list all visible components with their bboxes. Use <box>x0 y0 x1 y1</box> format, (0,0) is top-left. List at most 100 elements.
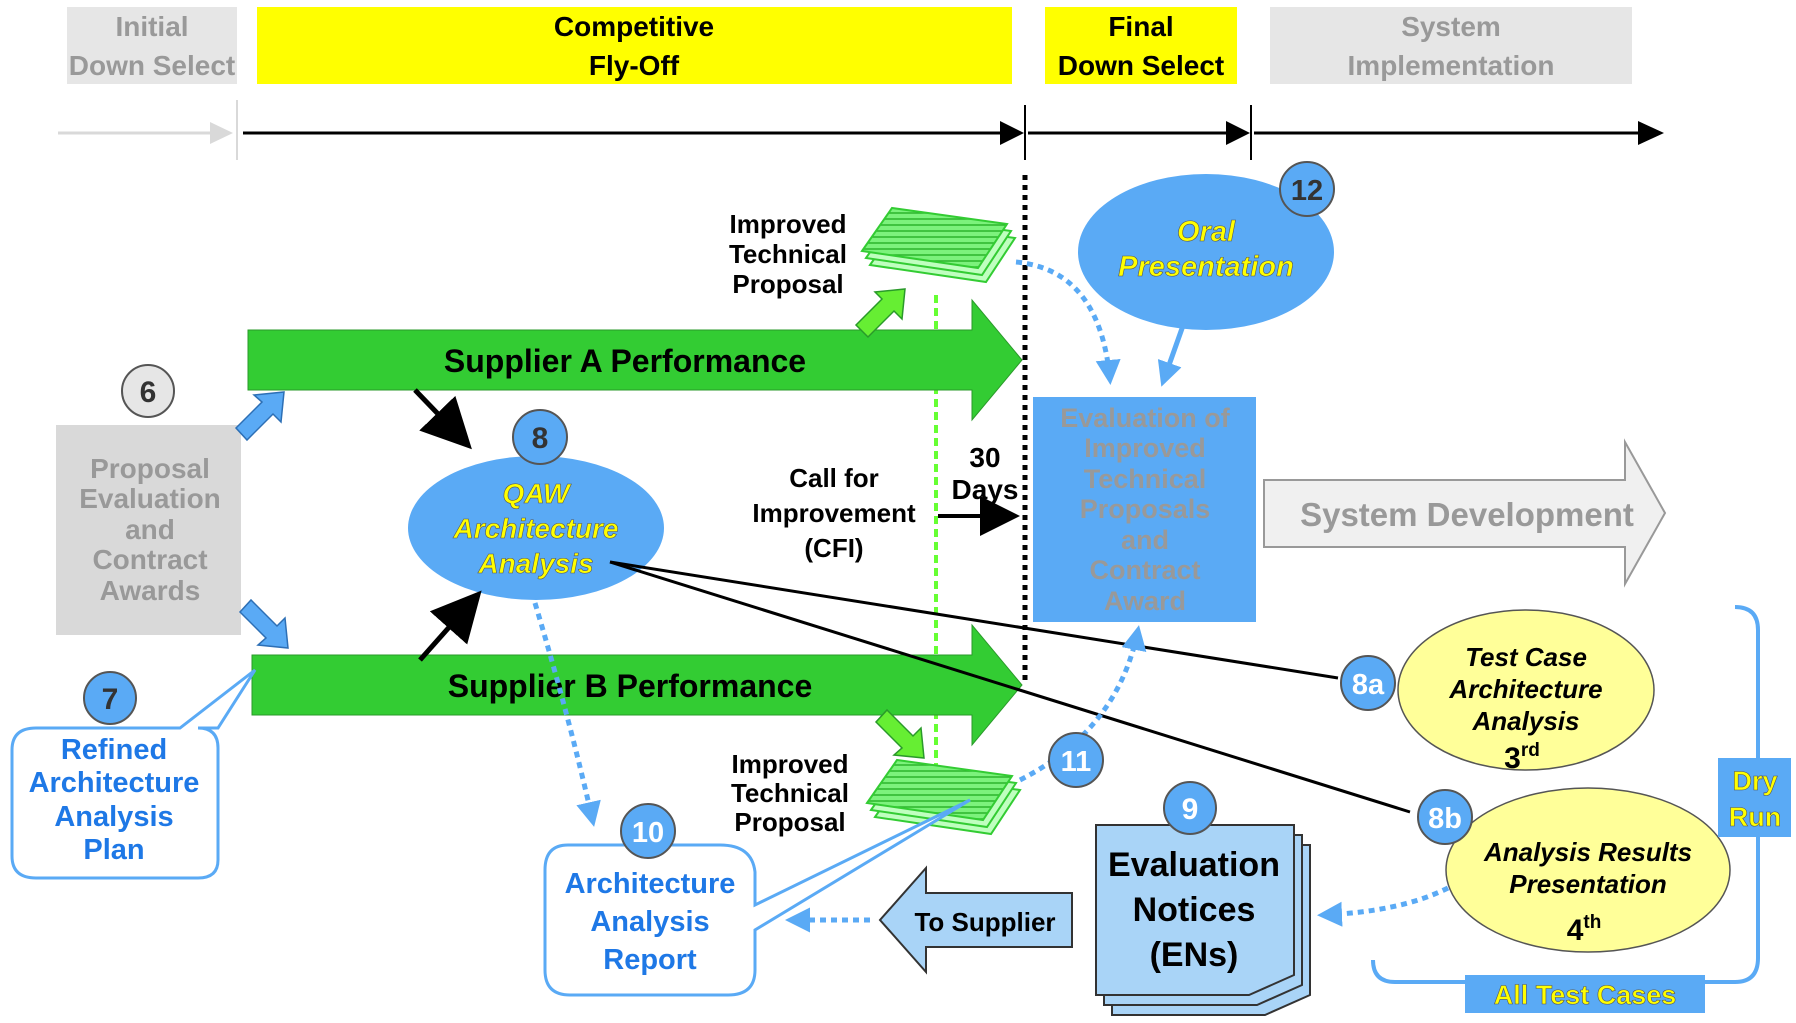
badge-6-text: 6 <box>140 376 157 409</box>
days-line-1: 30 <box>969 442 1000 473</box>
system-development-label: System Development <box>1300 496 1634 533</box>
test-case-line-2: Architecture <box>1448 674 1602 704</box>
notices-line-3: (ENs) <box>1150 936 1239 974</box>
eval-line-6: Contract <box>1089 555 1200 585</box>
line-qaw-to-8b <box>609 560 1411 814</box>
cfi-line-2: Improvement <box>752 498 916 528</box>
document-stack-bottom-icon <box>865 758 1022 836</box>
refined-plan-line-2: Architecture <box>29 767 200 799</box>
cfi-line-1: Call for <box>789 463 879 493</box>
badge-6: 6 <box>121 364 175 418</box>
qaw-line-1: QAW <box>503 478 572 509</box>
phase-competitive-fly-off: Competitive Fly-Off <box>257 7 1012 84</box>
proposal-line-2: Evaluation <box>79 483 221 514</box>
cfi-line-3: (CFI) <box>804 533 863 563</box>
notices-line-2: Notices <box>1133 891 1256 929</box>
badge-9: 9 <box>1163 781 1217 835</box>
system-development-arrow: System Development <box>1263 438 1667 588</box>
qaw-ellipse: QAW Architecture Analysis <box>408 456 664 600</box>
cfi-label: Call for Improvement (CFI) <box>752 463 916 563</box>
report-line-2: Analysis <box>590 906 709 938</box>
badge-8b-text: 8b <box>1428 803 1462 835</box>
refined-plan-callout: Refined Architecture Analysis Plan <box>10 668 257 880</box>
thirty-days-label: 30 Days <box>952 442 1019 505</box>
improved-proposal-top-label: Improved Technical Proposal <box>729 209 847 299</box>
improved-top-line-2: Technical <box>729 239 847 269</box>
arrow-supplier-b-to-qaw <box>418 590 482 662</box>
proposal-line-4: Contract <box>92 544 207 575</box>
proposal-line-1: Proposal <box>90 453 210 484</box>
dry-run-line-1: Dry <box>1732 766 1777 796</box>
timeline <box>58 100 1664 160</box>
to-supplier-label: To Supplier <box>914 907 1055 937</box>
test-case-order: 3rd <box>1504 740 1540 775</box>
dry-run-label: Dry Run <box>1718 758 1791 837</box>
badge-8a-text: 8a <box>1352 669 1385 701</box>
badge-7-text: 7 <box>102 683 119 716</box>
refined-plan-line-3: Analysis <box>54 801 173 833</box>
badge-12-text: 12 <box>1291 175 1323 207</box>
oral-line-2: Presentation <box>1118 251 1294 283</box>
analysis-results-order: 4th <box>1567 912 1602 947</box>
phase-initial-line2: Down Select <box>69 50 235 81</box>
proposal-evaluation-box: Proposal Evaluation and Contract Awards <box>56 425 241 635</box>
oral-presentation-ellipse: Oral Presentation <box>1078 174 1334 330</box>
badge-11-text: 11 <box>1061 746 1092 778</box>
report-line-1: Architecture <box>565 868 736 900</box>
test-cases-bracket <box>1371 605 1760 984</box>
arrow-supplier-a-to-qaw <box>413 388 472 450</box>
test-case-line-3: Analysis <box>1472 706 1580 736</box>
phase-system-line2: Implementation <box>1348 50 1555 81</box>
refined-plan-line-1: Refined <box>61 734 167 766</box>
badge-10: 10 <box>620 803 676 859</box>
notices-line-1: Evaluation <box>1108 846 1280 884</box>
supplier-a-arrow: Supplier A Performance <box>247 298 1023 422</box>
phase-final-line1: Final <box>1108 11 1173 42</box>
badge-11: 11 <box>1048 732 1104 788</box>
eval-line-1: Evaluation of <box>1060 403 1231 433</box>
proposal-line-3: and <box>125 514 175 545</box>
improved-proposal-bottom-label: Improved Technical Proposal <box>731 749 849 837</box>
down-arrow-to-supplier-b <box>238 598 289 649</box>
analysis-results-ellipse: Analysis Results Presentation 4th <box>1445 787 1731 953</box>
phase-competitive-line1: Competitive <box>554 11 714 42</box>
all-test-cases-label: All Test Cases <box>1465 975 1705 1013</box>
eval-line-4: Proposals <box>1080 494 1211 524</box>
evaluation-notices-stack: Evaluation Notices (ENs) <box>1095 824 1311 1016</box>
improved-top-line-3: Proposal <box>732 269 843 299</box>
arrow-to-improved-top <box>854 288 906 339</box>
badge-9-text: 9 <box>1182 793 1199 826</box>
eval-line-3: Technical <box>1084 464 1207 494</box>
report-line-3: Report <box>603 944 697 976</box>
proposal-line-5: Awards <box>100 575 201 606</box>
to-supplier-arrow: To Supplier <box>878 865 1073 975</box>
dotted-arrow-8b-to-notices <box>1317 885 1450 927</box>
refined-plan-line-4: Plan <box>83 834 144 866</box>
eval-line-7: Award <box>1104 586 1186 616</box>
document-stack-top-icon <box>860 206 1017 284</box>
all-test-cases-text: All Test Cases <box>1494 980 1677 1010</box>
dotted-arrow-qaw-to-report <box>532 602 601 827</box>
badge-8: 8 <box>512 409 568 465</box>
supplier-b-arrow: Supplier B Performance <box>251 623 1023 747</box>
eval-line-2: Improved <box>1084 433 1206 463</box>
test-case-line-1: Test Case <box>1465 642 1587 672</box>
arrow-to-improved-bottom <box>874 708 925 759</box>
dotted-arrow-improved-bottom-to-eval <box>1018 625 1147 783</box>
improved-bottom-line-1: Improved <box>731 749 848 779</box>
badge-10-text: 10 <box>632 817 664 849</box>
badge-7: 7 <box>83 671 137 725</box>
eval-line-5: and <box>1121 525 1169 555</box>
phase-initial-down-select: Initial Down Select <box>67 7 237 84</box>
line-qaw-to-8a <box>609 560 1339 680</box>
qaw-line-2: Architecture <box>453 513 619 544</box>
badge-8-text: 8 <box>532 422 549 455</box>
oral-line-1: Oral <box>1177 216 1236 248</box>
arrow-oral-to-eval <box>1157 319 1188 387</box>
improved-top-line-1: Improved <box>729 209 846 239</box>
phase-final-line2: Down Select <box>1058 50 1224 81</box>
phase-initial-line1: Initial <box>115 11 188 42</box>
badge-12: 12 <box>1279 161 1335 217</box>
phase-system-implementation: System Implementation <box>1270 7 1632 84</box>
phase-final-down-select: Final Down Select <box>1045 7 1237 84</box>
